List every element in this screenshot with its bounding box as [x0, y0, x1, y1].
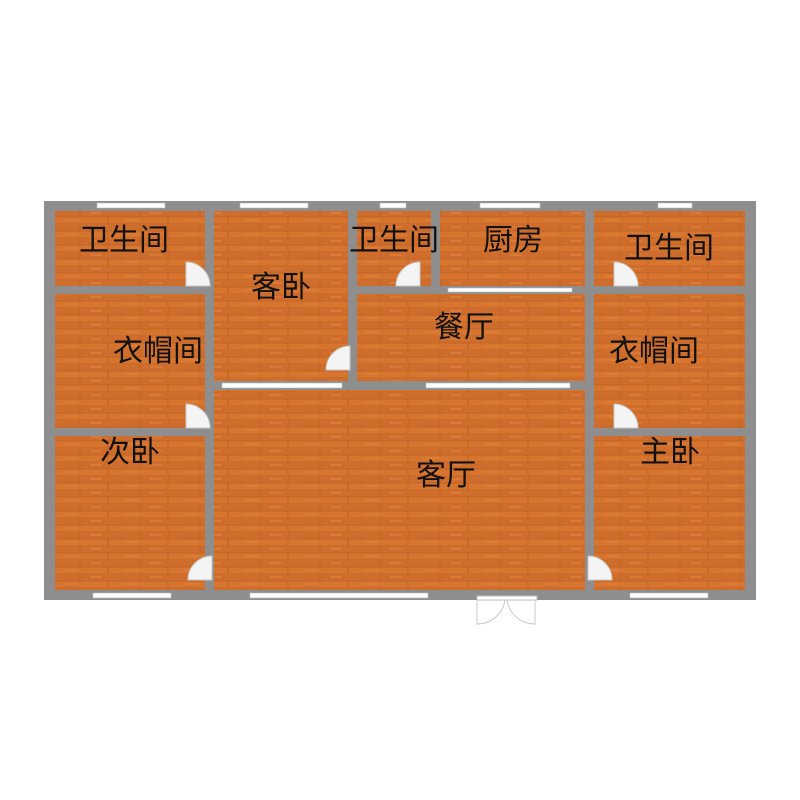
door-guest-bedroom: [325, 345, 351, 371]
floor-wardrobe-l: [55, 294, 205, 428]
label-master-bedroom: 主卧: [640, 435, 700, 470]
window: [447, 287, 573, 293]
window: [425, 382, 571, 389]
floor-guest-bedroom: [214, 211, 348, 381]
door-bath-mid: [395, 261, 421, 287]
floor-living: [214, 390, 585, 590]
door-wardrobe-r: [613, 403, 639, 429]
label-bath-mid: 卫生间: [349, 223, 439, 258]
room-floors: [55, 211, 745, 590]
label-second-bedroom: 次卧: [100, 435, 160, 470]
window: [629, 592, 709, 599]
door-bath-tr: [613, 261, 639, 287]
doors: [185, 261, 639, 581]
floor-second-bedroom: [55, 436, 205, 590]
window: [92, 592, 172, 599]
room-labels: 卫生间 衣帽间 次卧 客卧 卫生间 厨房 餐厅 客厅 卫生间 衣帽间 主卧: [79, 223, 714, 493]
label-wardrobe-r: 衣帽间: [609, 334, 699, 369]
door-master-bedroom: [587, 555, 613, 581]
window: [221, 382, 343, 389]
label-bath-tl: 卫生间: [79, 223, 169, 258]
window: [657, 202, 693, 209]
window: [479, 202, 541, 209]
label-guest-bedroom: 客卧: [251, 270, 311, 305]
floor-bath-tl: [55, 211, 205, 286]
label-living: 客厅: [416, 458, 476, 493]
window: [249, 592, 429, 599]
door-wardrobe-l: [185, 403, 211, 429]
label-bath-tr: 卫生间: [624, 231, 714, 266]
floor-master-bedroom: [594, 436, 745, 590]
window: [96, 202, 166, 209]
entrance-door: [476, 595, 538, 625]
label-wardrobe-l: 衣帽间: [113, 334, 203, 369]
floor-kitchen: [440, 211, 585, 286]
window: [379, 202, 407, 209]
door-second-bedroom: [187, 555, 213, 581]
label-kitchen: 厨房: [483, 223, 543, 258]
door-bath-tl: [185, 261, 211, 287]
window: [239, 202, 309, 209]
windows: [92, 202, 709, 599]
floor-dining: [357, 294, 585, 381]
label-dining: 餐厅: [434, 310, 494, 345]
